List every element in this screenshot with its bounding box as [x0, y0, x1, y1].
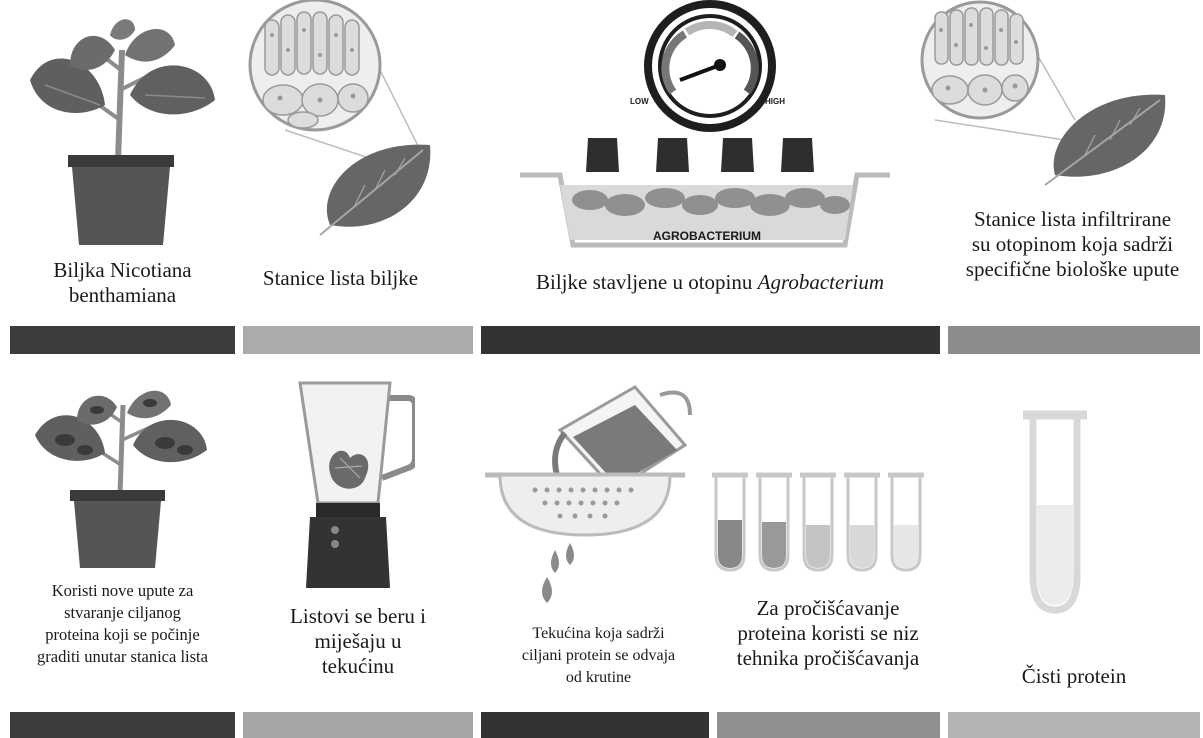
- caption-line: od krutine: [565, 669, 632, 686]
- caption-infiltrated: Stanice lista infiltrirane su otopinom k…: [945, 207, 1200, 282]
- tank-label: AGROBACTERIUM: [653, 229, 761, 243]
- caption-blending: Listovi se beru i miješaju u tekućinu: [243, 604, 473, 679]
- caption-agrobacterium: Biljke stavljene u otopinu Agrobacterium: [480, 270, 940, 295]
- caption-line: Čisti protein: [1021, 664, 1127, 688]
- top-bar-4: [948, 326, 1200, 354]
- leaf-cells-illustration: [248, 0, 431, 236]
- pure-protein-tube-illustration: [1023, 410, 1087, 614]
- caption-line: ciljani protein se odvaja: [521, 647, 676, 664]
- bottom-bar-3: [481, 712, 709, 738]
- caption-line: tehnika pročišćavanja: [736, 646, 920, 670]
- caption-line: Stanice lista biljke: [262, 266, 419, 290]
- caption-line: su otopinom koja sadrži: [971, 232, 1174, 256]
- caption-line: Biljka Nicotiana: [53, 258, 192, 282]
- caption-line: Za pročišćavanje: [756, 596, 900, 620]
- caption-line: stvaranje ciljanog: [64, 603, 181, 622]
- top-bar-1: [10, 326, 235, 354]
- gauge-high-label: HIGH: [765, 97, 785, 106]
- strainer-illustration: [485, 385, 692, 603]
- bottom-bar-5: [948, 712, 1200, 738]
- infiltrated-leaf-illustration: [920, 0, 1166, 186]
- caption-pure-protein: Čisti protein: [948, 664, 1200, 689]
- gauge-low-label: LOW: [630, 97, 649, 106]
- caption-line: tekućinu: [321, 654, 395, 678]
- agrobacterium-tank-illustration: LOW HIGH AGROBACTERIUM: [520, 0, 890, 248]
- top-bar-3: [481, 326, 940, 354]
- blender-illustration: [298, 381, 415, 588]
- caption-line: miješaju u: [314, 629, 402, 653]
- test-tubes-illustration: [712, 472, 924, 572]
- caption-line: proteina koji se počinje: [45, 625, 200, 644]
- caption-line: benthamiana: [68, 283, 177, 307]
- caption-italic-part: Agrobacterium: [757, 270, 884, 294]
- caption-line: Koristi nove upute za: [51, 581, 194, 600]
- caption-line: graditi unutar stanica lista: [37, 647, 208, 666]
- caption-plain-part: Biljke stavljene u otopinu: [535, 270, 758, 294]
- bottom-bar-4: [717, 712, 940, 738]
- caption-line: specifične biološke upute: [965, 257, 1180, 281]
- caption-plant: Biljka Nicotiana benthamiana: [10, 258, 235, 308]
- caption-line: Listovi se beru i: [290, 604, 426, 628]
- caption-new-instructions: Koristi nove upute za stvaranje ciljanog…: [5, 580, 240, 668]
- caption-line: Stanice lista infiltrirane: [973, 207, 1172, 231]
- bottom-bar-2: [243, 712, 473, 738]
- caption-line: Tekućina koja sadrži: [532, 625, 665, 642]
- caption-leaf-cells: Stanice lista biljke: [243, 266, 438, 291]
- caption-line: proteina koristi se niz: [737, 621, 919, 645]
- top-bar-2: [243, 326, 473, 354]
- modified-plant-illustration: [35, 390, 207, 568]
- caption-separation: Tekućina koja sadrži ciljani protein se …: [481, 623, 716, 689]
- caption-purification: Za pročišćavanje proteina koristi se niz…: [713, 596, 943, 671]
- plant-pot-illustration: [30, 19, 215, 245]
- bottom-bar-1: [10, 712, 235, 738]
